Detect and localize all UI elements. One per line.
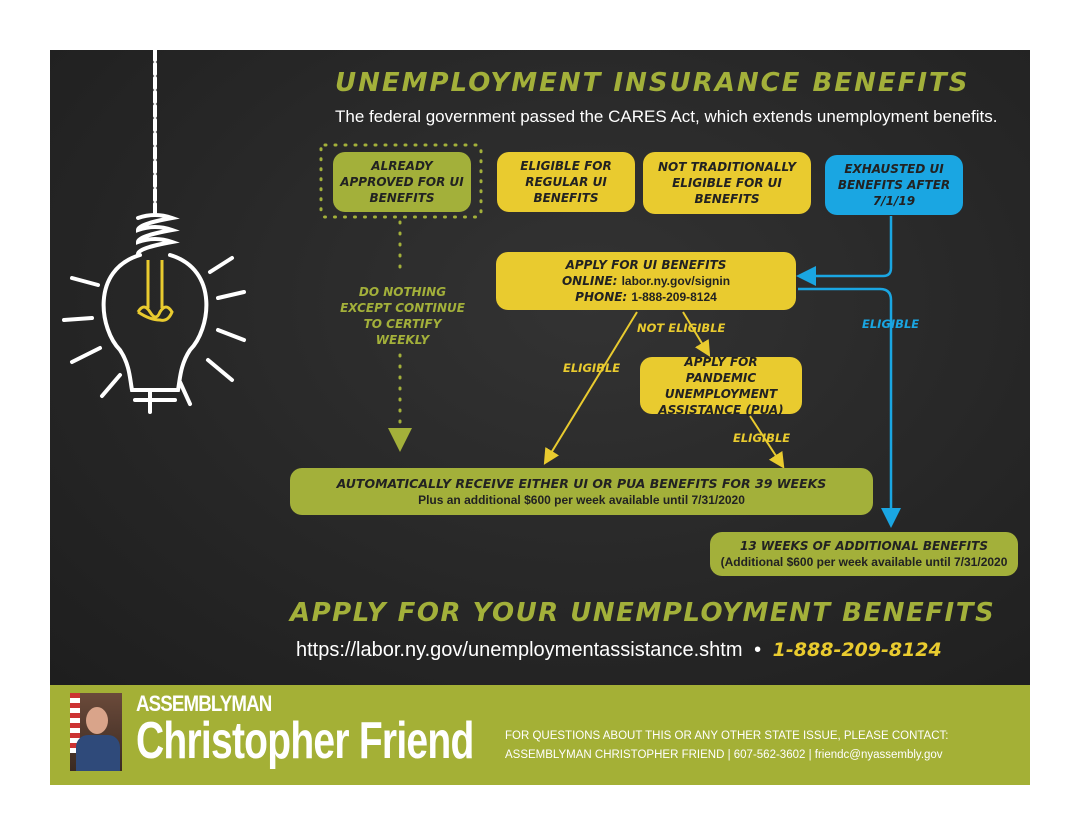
phone-number: 1-888-209-8124 (631, 290, 717, 304)
online-label: Online: (561, 274, 618, 288)
eligible-label: Eligible (563, 361, 621, 375)
receive-note: Plus an additional $600 per week availab… (418, 492, 745, 507)
receive-benefits-box: Automatically receive either UI or PUA b… (290, 468, 873, 515)
footer-banner: ASSEMBLYMAN Christopher Friend FOR QUEST… (50, 685, 1030, 785)
pua-box: Apply for Pandemic Unemployment Assistan… (640, 355, 802, 417)
thirteen-note: (Additional $600 per week available unti… (720, 555, 1008, 569)
do-nothing-text: Do nothing except continue to certify we… (340, 285, 465, 347)
exhausted-benefits-box: Exhausted UI benefits after 7/1/19 (825, 155, 963, 215)
receive-title: Automatically receive either UI or PUA b… (336, 475, 827, 491)
not-traditionally-eligible-box: Not traditionally eligible for UI benefi… (643, 152, 811, 214)
exhausted-text: Exhausted UI benefits after 7/1/19 (837, 162, 951, 208)
apply-ui-box: Apply for UI benefits Online: labor.ny.g… (496, 252, 796, 310)
cta-url-link[interactable]: https://labor.ny.gov/unemploymentassista… (296, 639, 743, 661)
already-approved-text: Already approved for UI benefits (340, 159, 464, 205)
eligible-label: Eligible (862, 317, 920, 331)
page-title: Unemployment Insurance Benefits (335, 68, 970, 98)
cta-phone: 1-888-209-8124 (772, 639, 942, 661)
online-link[interactable]: labor.ny.gov/signin (621, 274, 731, 288)
subtitle: The federal government passed the CARES … (335, 107, 998, 126)
eligible-regular-text: Eligible for regular UI benefits (520, 159, 612, 205)
footer-name: Christopher Friend (136, 712, 474, 770)
eligible-regular-box: Eligible for regular UI benefits (497, 152, 635, 212)
contact-line-2: ASSEMBLYMAN CHRISTOPHER FRIEND | 607-562… (505, 749, 943, 761)
bullet-separator: • (754, 639, 762, 661)
not-traditional-text: Not traditionally eligible for UI benefi… (657, 160, 797, 206)
phone-label: Phone: (575, 290, 628, 304)
lightbulb-icon (62, 50, 246, 414)
contact-line-1: FOR QUESTIONS ABOUT THIS OR ANY OTHER ST… (505, 730, 949, 742)
footer-role: ASSEMBLYMAN (136, 691, 272, 716)
avatar (70, 693, 122, 771)
eligible-label: Eligible (733, 431, 791, 445)
cta-heading: Apply for your unemployment benefits (290, 598, 996, 628)
apply-ui-title: Apply for UI benefits (565, 258, 727, 272)
already-approved-box: Already approved for UI benefits (333, 152, 471, 212)
thirteen-weeks-box: 13 weeks of additional benefits (Additio… (710, 532, 1018, 576)
cta-line: https://labor.ny.gov/unemploymentassista… (296, 639, 942, 662)
not-eligible-label: Not eligible (637, 321, 726, 335)
thirteen-title: 13 weeks of additional benefits (740, 539, 988, 553)
pua-text: Apply for Pandemic Unemployment Assistan… (658, 354, 784, 417)
